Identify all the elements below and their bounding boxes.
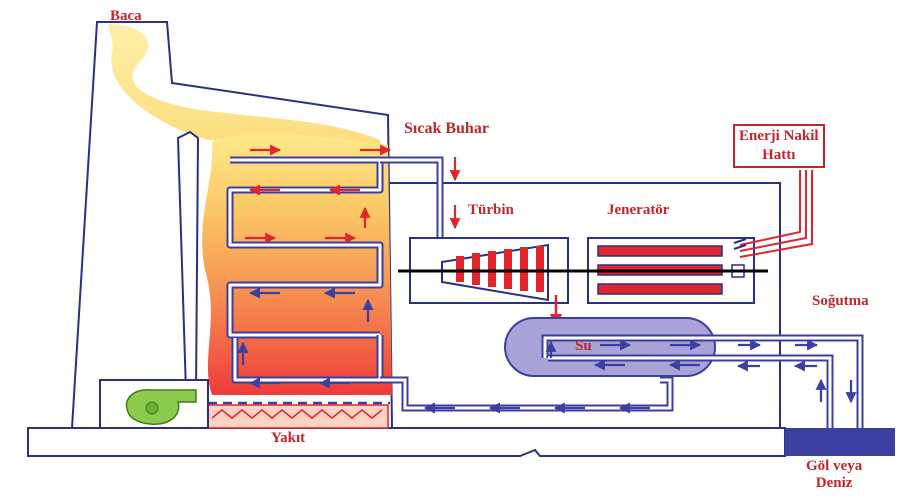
fuel-label: Yakıt — [271, 430, 306, 446]
transmission-wire — [739, 170, 801, 246]
smoke — [108, 24, 385, 170]
lake-or-sea-label-1: Göl veya — [806, 458, 863, 474]
fuel-zigzag — [211, 409, 383, 419]
transmission-line-label-1: Enerji Nakil — [739, 128, 819, 144]
ground-slab — [27, 427, 786, 457]
condenser-icon — [504, 317, 716, 377]
red-arrows — [245, 144, 461, 244]
cooling-label: Soğutma — [812, 293, 869, 309]
chimney-outline — [71, 21, 393, 429]
generator-label: Jeneratör — [607, 202, 670, 218]
water-label: Su — [575, 338, 592, 354]
flame-icon — [202, 134, 392, 395]
lake-or-sea-label-2: Deniz — [815, 475, 853, 491]
building-outline — [390, 182, 781, 428]
transmission-line-label: Enerji Nakil Hattı — [733, 124, 825, 168]
return-pipe — [380, 376, 674, 412]
hot-steam-label: Sıcak Buhar — [404, 120, 489, 137]
water-basin — [785, 428, 895, 456]
transmission-line-label-2: Hattı — [762, 147, 796, 163]
lake-or-sea-label: Göl veya Deniz — [806, 458, 862, 492]
generator-icon — [597, 245, 723, 257]
fan-icon — [125, 389, 197, 425]
blue-arrows — [237, 287, 857, 414]
inner-wall — [176, 130, 200, 393]
turbine-label: Türbin — [468, 202, 514, 218]
chimney-label: Baca — [110, 8, 142, 24]
